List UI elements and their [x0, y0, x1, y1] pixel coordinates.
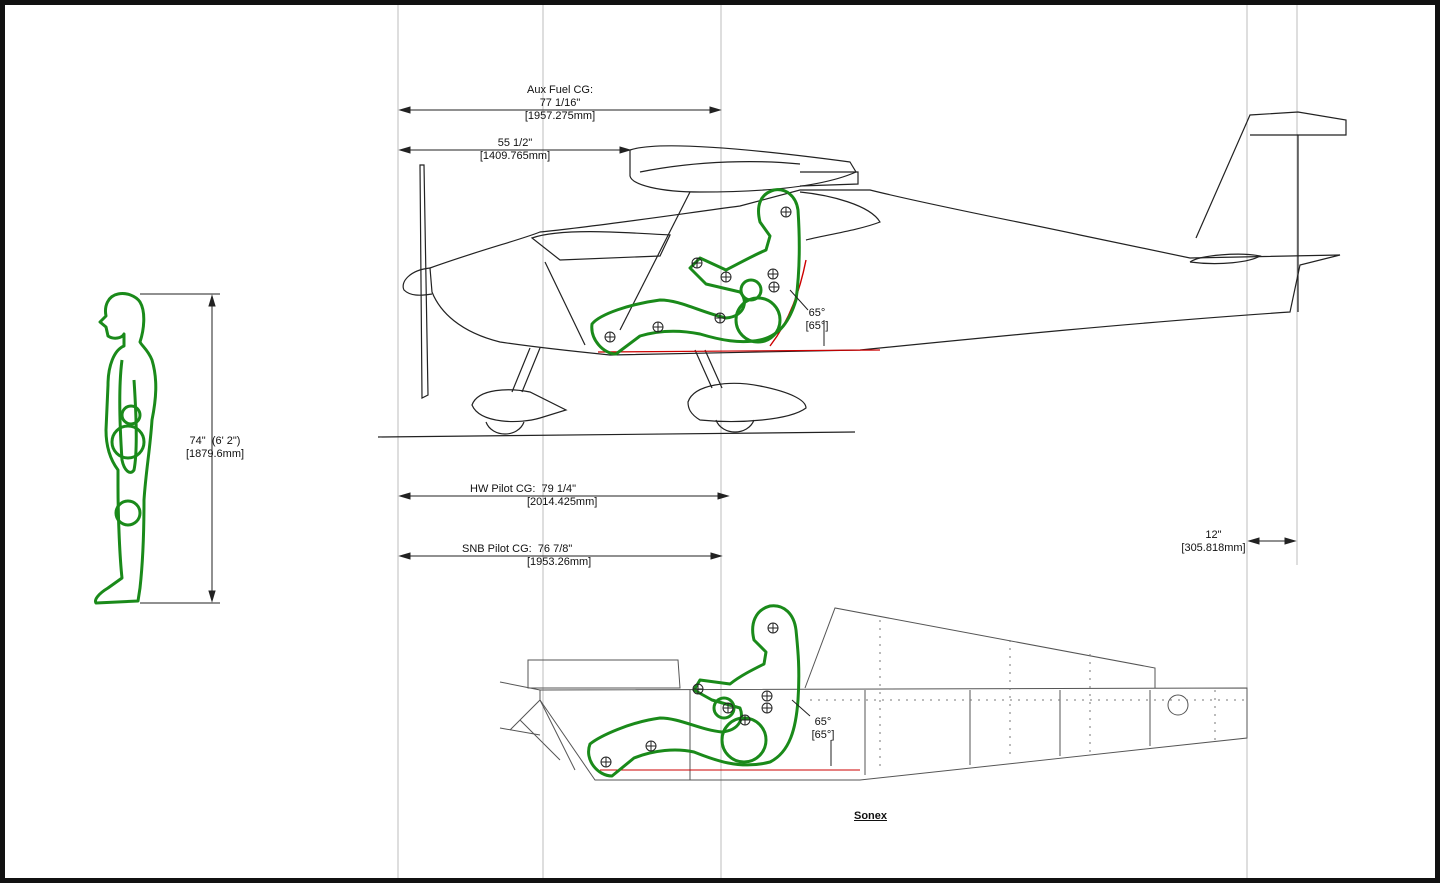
- fuselage: [429, 189, 1341, 356]
- wing-dim-metric: [1409.765mm]: [479, 150, 551, 162]
- firewall-box: [527, 659, 681, 689]
- wheel-front: [485, 421, 525, 435]
- standing-human-figure: [94, 292, 158, 605]
- angle-top-value: 65°: [808, 307, 826, 319]
- hw-pilot-imperial: 79 1/4": [541, 483, 577, 495]
- wing-dim-imperial: 55 1/2": [497, 137, 533, 149]
- horizontal-stabilizer: [1189, 253, 1262, 265]
- wing: [629, 145, 857, 193]
- wheel-pant-rear: [687, 382, 807, 423]
- seated-pilot-figure-top: [590, 188, 801, 356]
- hw-pilot-metric: [2014.425mm]: [527, 496, 598, 508]
- seat-floor-line-top: [597, 349, 881, 353]
- height-metric: [1879.6mm]: [185, 448, 245, 460]
- height-feet: (6' 2"): [211, 435, 241, 447]
- tail-offset-metric: [305.818mm]: [1181, 542, 1246, 554]
- fuselage-frame-view: [499, 607, 1248, 781]
- aux-fuel-metric: [1957.275mm]: [524, 110, 596, 122]
- angle-top-alt: [65°]: [805, 320, 829, 332]
- snb-pilot-label: SNB Pilot CG: 76 7/8": [462, 543, 612, 556]
- aux-fuel-title: Aux Fuel CG:: [526, 84, 594, 96]
- drawing-title: Sonex: [854, 810, 888, 822]
- wheel-rear: [715, 419, 755, 433]
- access-port: [1167, 694, 1189, 716]
- height-imperial: 74": [189, 435, 206, 447]
- aux-fuel-imperial: 77 1/16": [539, 97, 581, 109]
- seat-angle-bottom: 65° [65°]: [806, 716, 840, 742]
- height-label: 74" (6' 2") [1879.6mm]: [180, 435, 250, 461]
- main-gear-leg: [511, 347, 531, 393]
- tail-offset-imperial: 12": [1205, 529, 1222, 541]
- wing-strut: [619, 191, 691, 331]
- seated-pilot-figure-bottom: [587, 604, 801, 778]
- vertical-stabilizer: [1195, 111, 1347, 312]
- spinner: [402, 267, 433, 296]
- dimension-lines: [140, 106, 1297, 604]
- cg-markers-bottom: [600, 622, 779, 768]
- propeller: [419, 164, 429, 399]
- snb-pilot-imperial: 76 7/8": [537, 543, 573, 555]
- fuselage-frame: [539, 687, 1248, 781]
- cg-markers-top: [604, 206, 792, 343]
- rear-gear-leg: [694, 349, 713, 389]
- angle-bottom-alt: [65°]: [811, 729, 835, 741]
- angle-leader-bottom: [791, 699, 832, 766]
- rivet-lines: [810, 620, 1245, 770]
- hw-pilot-title: HW Pilot CG:: [470, 483, 536, 495]
- aux-fuel-label: Aux Fuel CG: 77 1/16" [1957.275mm]: [500, 84, 620, 123]
- rear-window: [799, 191, 881, 241]
- ground-line: [377, 431, 856, 438]
- angle-leader-top: [789, 289, 825, 346]
- tail-offset-label: 12" [305.818mm]: [1176, 529, 1251, 555]
- angle-bottom-value: 65°: [814, 716, 832, 728]
- seat-angle-top: 65° [65°]: [800, 307, 834, 333]
- snb-pilot-metric: [1953.26mm]: [527, 556, 592, 568]
- wing-dim-label: 55 1/2" [1409.765mm]: [455, 137, 575, 163]
- airplane-side-view: [402, 111, 1347, 435]
- turtledeck: [804, 607, 1156, 689]
- wheel-pant-front: [471, 389, 568, 423]
- hw-pilot-label: HW Pilot CG: 79 1/4": [470, 483, 620, 496]
- canopy: [530, 231, 671, 261]
- snb-pilot-title: SNB Pilot CG:: [462, 543, 532, 555]
